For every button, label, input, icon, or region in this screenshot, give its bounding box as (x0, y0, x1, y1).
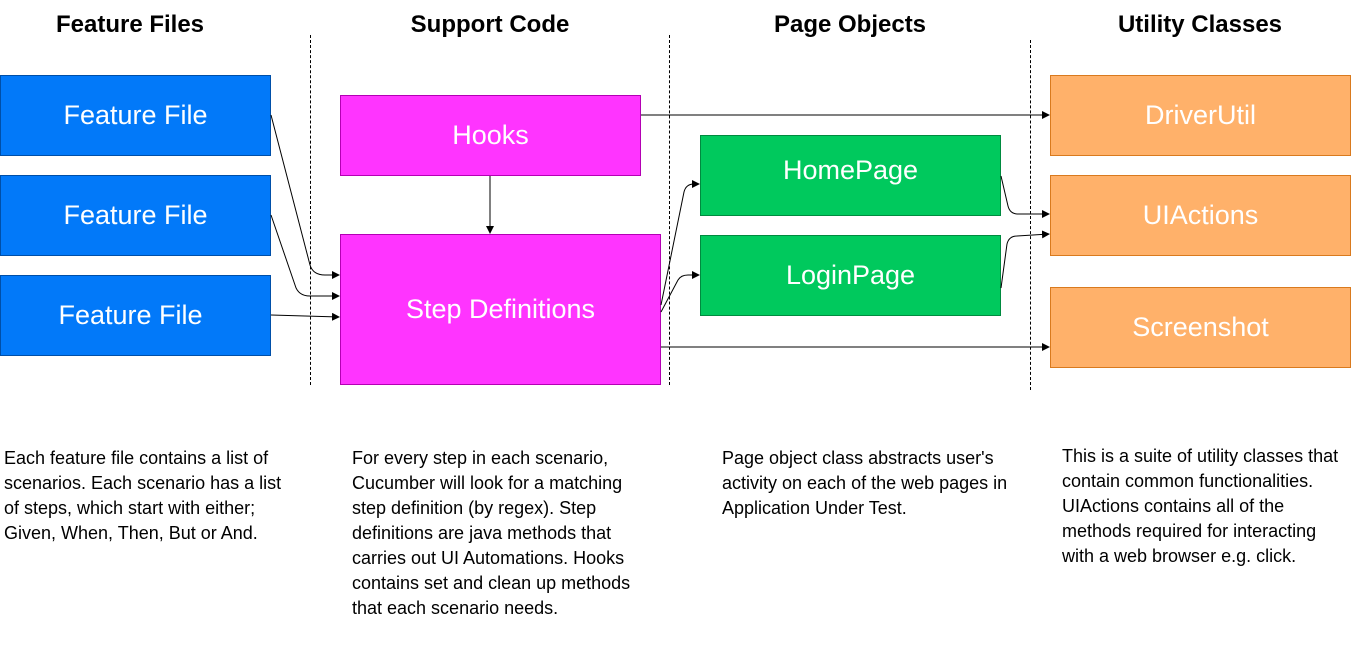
feature-file-box-2[interactable]: Feature File (0, 175, 271, 256)
homepage-label: HomePage (782, 155, 919, 185)
column-divider-2 (669, 35, 670, 385)
feature-file-label: Feature File (63, 100, 208, 130)
feature-file-label: Feature File (58, 300, 203, 330)
arrow-loginpage-to-uiactions (1000, 230, 1050, 289)
hooks-label: Hooks (452, 120, 529, 150)
page-objects-description: Page object class abstracts user's activ… (722, 448, 1008, 518)
driverutil-box[interactable]: DriverUtil (1050, 75, 1351, 156)
column-divider-1 (310, 35, 311, 385)
feature-file-label: Feature File (63, 200, 208, 230)
support-code-heading: Support Code (410, 11, 570, 38)
feature-files-description: Each feature file contains a list of sce… (4, 448, 282, 543)
column-divider-3 (1030, 40, 1031, 390)
utility-classes-description: This is a suite of utility classes that … (1062, 446, 1339, 566)
arrow-steps-to-homepage (660, 180, 700, 306)
loginpage-label: LoginPage (785, 260, 916, 290)
arrow-feature2-to-steps (270, 214, 340, 300)
hooks-box[interactable]: Hooks (340, 95, 641, 176)
feature-files-heading: Feature Files (55, 11, 205, 38)
page-objects-heading: Page Objects (773, 11, 927, 38)
support-code-description: For every step in each scenario, Cucumbe… (352, 448, 631, 618)
screenshot-box[interactable]: Screenshot (1050, 287, 1351, 368)
homepage-box[interactable]: HomePage (700, 135, 1001, 216)
arrow-feature3-to-steps (270, 312, 340, 321)
loginpage-box[interactable]: LoginPage (700, 235, 1001, 316)
arrow-steps-to-loginpage (660, 271, 700, 313)
uiactions-label: UIActions (1142, 200, 1259, 230)
feature-file-box-3[interactable]: Feature File (0, 275, 271, 356)
feature-file-box-1[interactable]: Feature File (0, 75, 271, 156)
uiactions-box[interactable]: UIActions (1050, 175, 1351, 256)
step-definitions-label: Step Definitions (405, 294, 596, 324)
driverutil-label: DriverUtil (1145, 100, 1256, 130)
arrow-feature1-to-steps (270, 114, 340, 279)
screenshot-label: Screenshot (1132, 312, 1269, 342)
arrow-homepage-to-uiactions (1000, 175, 1050, 218)
utility-classes-heading: Utility Classes (1117, 11, 1283, 38)
step-definitions-box[interactable]: Step Definitions (340, 234, 661, 385)
